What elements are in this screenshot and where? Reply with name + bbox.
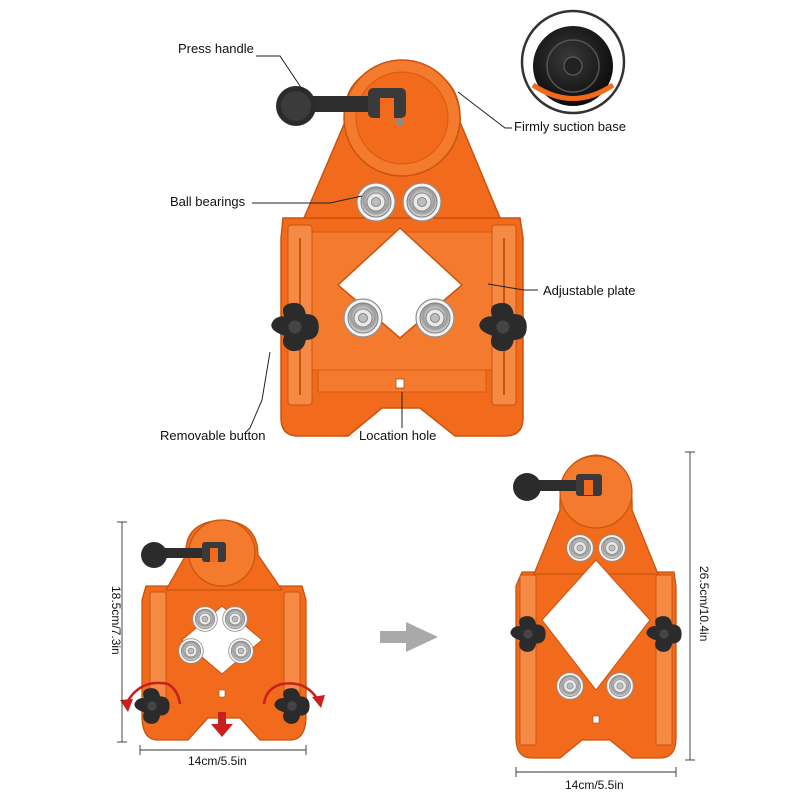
label-adjustable-plate: Adjustable plate — [543, 283, 636, 298]
small-tool-illustration — [120, 519, 325, 741]
large-bearing-4 — [606, 672, 634, 700]
bearing-top-left — [356, 182, 396, 222]
large-press-handle — [513, 473, 602, 501]
small-press-handle — [141, 542, 226, 568]
main-tool-illustration — [271, 59, 527, 437]
small-bearing-3 — [178, 638, 204, 664]
callout-leaders — [245, 55, 538, 433]
bearing-top-right — [402, 182, 442, 222]
large-bearing-1 — [566, 534, 594, 562]
suction-base-inset — [520, 9, 626, 115]
bearing-bottom-right — [415, 298, 455, 338]
small-width-label: 14cm/5.5in — [188, 754, 247, 768]
small-height-label: 18.5cm/7.3in — [109, 586, 123, 655]
large-tool-illustration — [510, 454, 682, 759]
label-removable-button: Removable button — [160, 428, 266, 443]
press-handle — [276, 86, 406, 126]
bearing-bottom-left — [343, 298, 383, 338]
down-arrow-icon — [211, 712, 233, 737]
rotate-arrow-head-right — [312, 695, 325, 708]
small-bearing-1 — [192, 606, 218, 632]
rotate-arrow-icon — [124, 681, 182, 705]
large-bearing-2 — [598, 534, 626, 562]
small-dimension-lines — [117, 521, 307, 755]
large-height-label: 26.5cm/10.4in — [697, 566, 711, 641]
large-bearing-3 — [556, 672, 584, 700]
small-bearing-4 — [228, 638, 254, 664]
label-ball-bearings: Ball bearings — [170, 194, 246, 209]
main-location-hole — [395, 378, 405, 389]
rotate-arrow-head-left — [120, 699, 133, 712]
rotate-arrow-icon — [262, 682, 320, 705]
label-suction-base: Firmly suction base — [514, 119, 626, 134]
right-arrow-icon — [380, 622, 438, 652]
large-dimension-lines — [515, 451, 695, 777]
large-width-label: 14cm/5.5in — [565, 778, 624, 792]
label-location-hole: Location hole — [359, 428, 436, 443]
label-press-handle: Press handle — [178, 41, 254, 56]
small-bearing-2 — [222, 606, 248, 632]
